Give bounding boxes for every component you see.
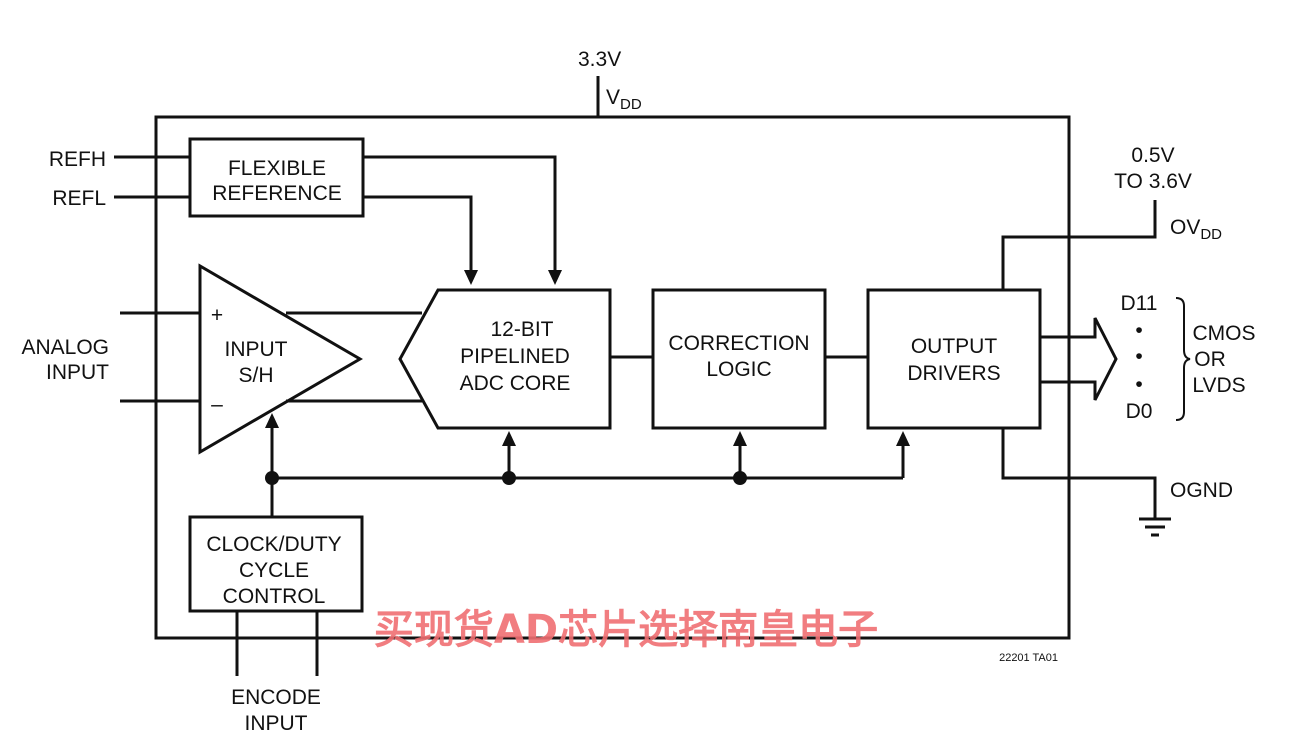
flexible-reference-line1: FLEXIBLE [228, 157, 326, 180]
clock-duty-line1: CLOCK/DUTY [206, 533, 341, 556]
correction-logic-line1: CORRECTION [668, 332, 809, 355]
vdd-pin-label: VDD [606, 86, 642, 113]
correction-logic-line2: LOGIC [706, 358, 771, 381]
flexible-reference-block [188, 137, 365, 218]
clock-duty-line2: CYCLE [239, 559, 309, 582]
arrow-down-icon [548, 270, 562, 285]
watermark: 买现货AD芯片选择南皇电子 [374, 607, 878, 653]
output-drivers-block [866, 288, 1042, 430]
clock-duty-block [188, 515, 364, 613]
arrow-up-icon [896, 431, 910, 446]
output-type-line2: OR [1194, 348, 1226, 371]
output-dot-2: • [1135, 345, 1142, 368]
output-brace-icon [1175, 297, 1191, 421]
ognd-wire [1001, 428, 1157, 518]
input-sh-line2: S/H [238, 364, 273, 387]
output-drivers-line1: OUTPUT [911, 335, 998, 358]
figure-id: 22201 TA01 [999, 652, 1058, 664]
output-d0-label: D0 [1126, 400, 1153, 423]
flexible-reference-line2: REFERENCE [212, 182, 342, 205]
adc-core-line3: ADC CORE [460, 372, 571, 395]
refl-label: REFL [52, 187, 106, 210]
output-type-line1: CMOS [1193, 322, 1256, 345]
input-sh-amplifier [198, 263, 363, 455]
ovdd-range-line1: 0.5V [1131, 144, 1174, 167]
output-bus-arrow-icon [1038, 317, 1118, 401]
output-dot-1: • [1135, 319, 1142, 342]
arrow-down-icon [464, 270, 478, 285]
amp-plus-sign: + [211, 304, 223, 327]
adc-core-line1: 12-BIT [490, 318, 553, 341]
output-type-line3: LVDS [1192, 374, 1245, 397]
adc-core-block [398, 288, 612, 430]
ref-to-adc-wire-1 [363, 155, 557, 272]
arrow-up-icon [502, 431, 516, 446]
ovdd-pin-label: OVDD [1170, 216, 1222, 243]
output-d11-label: D11 [1121, 292, 1158, 315]
encode-input-line2: INPUT [245, 712, 308, 735]
arrow-up-icon [265, 413, 279, 428]
adc-core-line2: PIPELINED [460, 345, 570, 368]
junction-dot [502, 471, 516, 485]
amp-minus-sign: – [211, 393, 223, 416]
ovdd-wire [1001, 200, 1157, 290]
junction-dot [265, 471, 279, 485]
chip-outline [154, 115, 1071, 640]
junction-dot [733, 471, 747, 485]
output-drivers-line2: DRIVERS [907, 362, 1000, 385]
analog-input-line1: ANALOG [21, 336, 109, 359]
input-sh-line1: INPUT [225, 338, 288, 361]
arrow-up-icon [733, 431, 747, 446]
clock-duty-line3: CONTROL [223, 585, 326, 608]
correction-logic-block [651, 288, 827, 430]
encode-input-line1: ENCODE [231, 686, 321, 709]
vdd-voltage-label: 3.3V [578, 48, 621, 71]
ovdd-range-line2: TO 3.6V [1114, 170, 1192, 193]
output-dot-3: • [1135, 373, 1142, 396]
analog-input-line2: INPUT [46, 361, 109, 384]
refh-label: REFH [49, 148, 106, 171]
ognd-label: OGND [1170, 479, 1233, 502]
ref-to-adc-wire-2 [363, 195, 473, 272]
